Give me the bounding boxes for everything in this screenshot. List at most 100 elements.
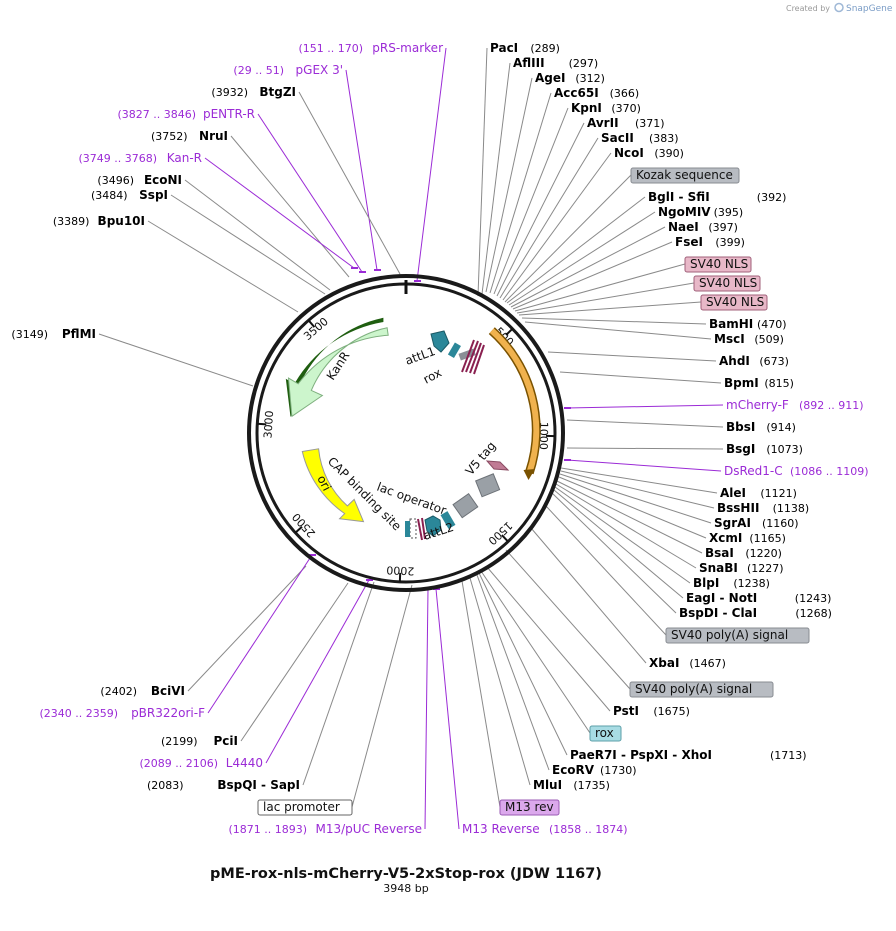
- label-position: (2402): [100, 685, 137, 698]
- enzyme-label-afliii: AflIII (297): [513, 56, 598, 70]
- ori-label: ori: [314, 473, 334, 493]
- label-position: (297): [569, 57, 599, 70]
- label-name: BspQI - SapI: [217, 778, 300, 792]
- attl1-label: attL1: [403, 344, 437, 368]
- label-name: NcoI: [614, 146, 644, 160]
- label-name: SacII: [601, 131, 634, 145]
- lac-promoter-block: [409, 518, 417, 539]
- feature-box-bg: [629, 681, 774, 698]
- leader-line: [545, 505, 667, 636]
- label-name: NgoMIV: [658, 205, 711, 219]
- label-name: pGEX 3': [296, 63, 343, 77]
- enzyme-label-xcmi: XcmI(1165): [709, 531, 786, 545]
- leader-line: [170, 194, 326, 295]
- rox-hatch-2: [417, 517, 426, 541]
- feature-box-text: SV40 NLS: [699, 276, 757, 290]
- label-name: AhdI: [719, 354, 750, 368]
- label-name: M13/pUC Reverse: [316, 822, 423, 836]
- label-position: (29 .. 51): [233, 64, 284, 77]
- label-name: BglI - SfiI: [648, 190, 710, 204]
- label-position: (392): [757, 191, 787, 204]
- leader-line: [560, 467, 718, 494]
- enzyme-label-nrui: NruI(3752): [151, 129, 228, 143]
- leader-line: [230, 135, 350, 278]
- enzyme-label-avrii: AvrII(371): [587, 116, 665, 130]
- primer-label-prs-marker: pRS-marker(151 .. 170): [298, 41, 443, 55]
- label-position: (1675): [653, 705, 690, 718]
- label-position: (395): [714, 206, 744, 219]
- leader-line: [345, 69, 378, 271]
- label-position: (1160): [762, 517, 799, 530]
- enzyme-label-ecorv: EcoRV(1730): [552, 763, 637, 777]
- label-position: (914): [766, 421, 796, 434]
- lac-operator-block: [405, 521, 410, 537]
- leader-line: [476, 574, 550, 771]
- label-position: (3752): [151, 130, 188, 143]
- leader-line: [505, 549, 631, 690]
- label-position: (892 .. 911): [799, 399, 864, 412]
- enzyme-label-acc65i: Acc65I(366): [554, 86, 639, 100]
- label-name: AflIII: [513, 56, 545, 70]
- label-name: BlpI: [693, 576, 719, 590]
- credit-prefix: Created by: [786, 4, 830, 13]
- label-name: EcoRV: [552, 763, 595, 777]
- primer-label-mcherry-f: mCherry-F (892 .. 911): [726, 398, 864, 412]
- enzyme-label-bpmi: BpmI(815): [724, 376, 794, 390]
- leader-line: [499, 137, 599, 299]
- label-name: SnaBI: [699, 561, 738, 575]
- leader-line: [240, 582, 349, 742]
- feature-box-text: SV40 poly(A) signal: [671, 628, 788, 642]
- leader-line: [147, 220, 299, 313]
- label-position: (1238): [733, 577, 770, 590]
- primer-label-pentr-r: pENTR-R(3827 .. 3846): [117, 107, 255, 121]
- rox-inner-label: rox: [421, 365, 444, 386]
- enzyme-label-kpni: KpnI(370): [571, 101, 641, 115]
- leader-line: [524, 321, 712, 340]
- leader-line: [516, 282, 695, 314]
- label-position: (1220): [745, 547, 782, 560]
- enzyme-label-bsai: BsaI(1220): [705, 546, 782, 560]
- feature-box-text: SV40 poly(A) signal: [635, 682, 752, 696]
- label-position: (1165): [749, 532, 786, 545]
- leader-line: [469, 577, 531, 786]
- enzyme-label-alei: AleI(1121): [720, 486, 797, 500]
- label-name: mCherry-F: [726, 398, 789, 412]
- label-name: Bpu10I: [98, 214, 145, 228]
- attl2-arrow: [424, 515, 442, 537]
- feature-box-sv40-nls: SV40 NLS: [700, 294, 768, 311]
- kozak-block: [458, 348, 476, 361]
- leader-line: [566, 447, 724, 450]
- label-position: (1086 .. 1109): [790, 465, 869, 478]
- label-name: BbsI: [726, 420, 755, 434]
- leader-line: [566, 459, 722, 472]
- leader-line: [461, 580, 501, 808]
- leader-line: [478, 572, 568, 756]
- leader-line: [566, 419, 724, 428]
- leader-line: [518, 301, 702, 316]
- enzyme-label-bcivi: BciVI(2402): [100, 684, 185, 698]
- label-name: SspI: [139, 188, 168, 202]
- ruler-label: 2000: [386, 563, 415, 577]
- v5-tag-label: V5 tag: [463, 439, 499, 478]
- enzyme-label-pflmi: PflMI(3149): [11, 327, 96, 341]
- enzyme-label-naei: NaeI(397): [668, 220, 738, 234]
- feature-box-sv40-nls: SV40 NLS: [693, 275, 761, 292]
- enzyme-label-paci: PacI(289): [490, 41, 560, 55]
- enzyme-label-bspqi-sapi: BspQI - SapI(2083): [147, 778, 300, 792]
- enzyme-label-psti: PstI(1675): [613, 704, 690, 718]
- leader-line: [207, 554, 313, 714]
- label-position: (1735): [573, 779, 610, 792]
- label-position: (3389): [53, 215, 90, 228]
- label-position: (1713): [770, 749, 807, 762]
- label-position: (509): [754, 333, 784, 346]
- feature-box-kozak-sequence: Kozak sequence: [630, 167, 740, 184]
- label-name: BssHII: [717, 501, 759, 515]
- feature-box-bg: [684, 256, 752, 273]
- label-name: Kan-R: [167, 151, 202, 165]
- leader-line: [551, 492, 677, 614]
- label-position: (370): [611, 102, 641, 115]
- enzyme-label-blpi: BlpI (1238): [693, 576, 770, 590]
- feature-box-bg: [693, 275, 761, 292]
- leader-line: [416, 47, 447, 282]
- label-position: (3496): [97, 174, 134, 187]
